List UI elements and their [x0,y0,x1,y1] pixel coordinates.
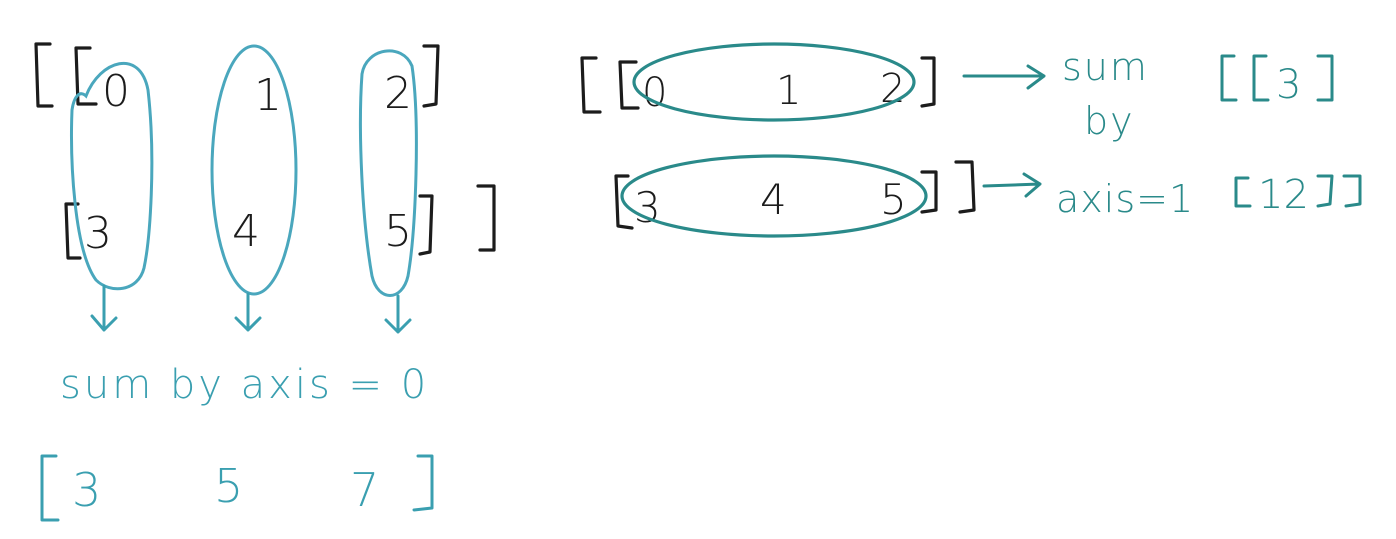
axis1-right-arrow-1 [982,172,1042,198]
axis1-outer-open-bracket [580,56,602,114]
axis0-cell-0-2: 2 [384,68,412,119]
axis0-operation-label: sum by axis = 0 [60,362,429,408]
axis1-result-row0-close-bracket [1316,54,1334,102]
axis1-result-row0-open-bracket [1252,54,1270,102]
axis0-outer-open-bracket [34,42,54,108]
axis1-row0-open-bracket [618,60,640,110]
axis0-result-open-bracket [40,454,60,522]
axis1-cell-0-1: 1 [776,68,801,114]
axis0-row1-close-bracket [418,194,434,256]
axis0-row1-open-bracket [64,202,82,260]
axis1-result-row1-close-bracket [1316,174,1334,208]
axis0-outer-close-bracket [476,184,496,252]
axis0-cell-0-1: 1 [254,70,282,121]
axis1-right-arrows [962,64,1046,198]
axis0-down-arrows [90,284,412,334]
axis0-down-arrow-0 [90,284,118,332]
axis1-row-loop-1 [620,154,928,238]
axis1-result-outer-open-bracket [1220,54,1238,102]
axis0-column-loops [70,44,418,297]
axis0-cell-1-2: 5 [384,206,412,257]
axis0-cell-1-0: 3 [84,208,112,259]
axis1-cell-1-1: 4 [760,175,787,224]
axis1-right-arrow-0 [962,64,1046,90]
axis0-column-loop-1 [210,44,298,296]
axis1-result-row0: 3 [1276,62,1301,108]
axis0-result-close-bracket [412,454,434,512]
axis0-column-loop-0 [70,61,154,291]
axis0-result-1: 5 [214,459,243,513]
axis0-down-arrow-2 [384,294,412,334]
axis1-operation-line-1: by [1084,99,1135,143]
axis1-result: 3 12 [1220,54,1362,218]
axis1-operation-line-0: sum [1062,45,1149,89]
axis0-cell-1-1: 4 [232,206,260,257]
axis1-result-row1-open-bracket [1234,176,1252,208]
axis1-row1-open-bracket [614,174,634,230]
axis1-row1-close-bracket [920,170,938,214]
axis1-outer-close-bracket [954,160,976,214]
axis0-result: 3 5 7 [40,454,434,522]
axis0-result-2: 7 [350,463,379,517]
axis0-row0-close-bracket [422,44,440,108]
axis0-row0-open-bracket [74,46,98,106]
axis1-operation-label: sum by axis=1 [1056,45,1194,221]
axis1-operation-line-2: axis=1 [1056,177,1194,221]
axis1-result-row1: 12 [1258,172,1309,218]
axis0-cell-0-0: 0 [102,66,130,117]
axis1-cell-0-0: 0 [642,70,667,116]
axis1-row-loops [620,42,928,238]
axis1-row0-close-bracket [920,56,936,108]
axis0-matrix: 0 1 2 3 4 5 [34,42,496,260]
axis1-row-loop-0 [632,42,916,122]
axis0-column-loop-2 [358,49,418,297]
axis1-matrix: 0 1 2 3 4 5 [580,56,976,232]
axis0-result-0: 3 [72,463,101,517]
axis1-cell-1-0: 3 [634,183,661,232]
axis0-down-arrow-1 [234,292,262,332]
axis1-result-outer-close-bracket [1342,174,1362,208]
